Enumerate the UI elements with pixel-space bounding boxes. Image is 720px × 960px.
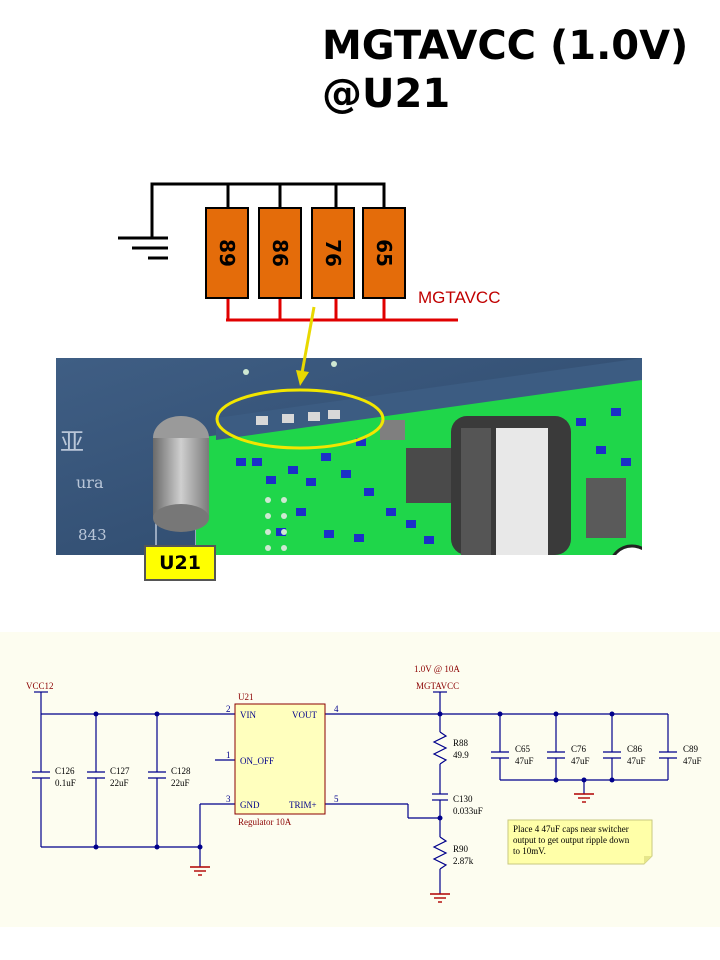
c128-value: 22uF <box>171 778 190 788</box>
note-line-2: output to get output ripple down <box>513 835 630 845</box>
pin-trim-num: 5 <box>334 794 339 804</box>
r90-value: 2.87k <box>453 856 474 866</box>
schematic-drawing: VCC12 1.0V @ 10A MGTAVCC U21 Regulator 1… <box>26 664 702 903</box>
capacitor-label-89: 89 <box>215 239 239 267</box>
c89-ref: C89 <box>683 744 699 754</box>
mgtavcc-rail <box>226 298 458 322</box>
pcb-photo: 亚 ura 843 <box>56 358 642 555</box>
c127-value: 22uF <box>110 778 129 788</box>
capacitor-bank-diagram: 89 86 76 65 <box>118 182 458 322</box>
ground-icon <box>118 236 168 260</box>
capacitor-86: 86 <box>258 207 302 299</box>
c65-value: 47uF <box>515 756 534 766</box>
ground-icon <box>190 793 594 903</box>
capacitor-label-86: 86 <box>268 239 292 267</box>
c126-value: 0.1uF <box>55 778 76 788</box>
silk-text-2: ura <box>76 473 104 492</box>
c126-ref: C126 <box>55 766 75 776</box>
ic-name: Regulator 10A <box>238 817 292 827</box>
r88-value: 49.9 <box>453 750 469 760</box>
design-note: Place 4 47uF caps near switcher output t… <box>507 819 653 865</box>
rail-label: MGTAVCC <box>418 288 501 307</box>
regulator-schematic: VCC12 1.0V @ 10A MGTAVCC U21 Regulator 1… <box>0 632 720 927</box>
pin-vin: VIN <box>240 710 256 720</box>
vcc12-label: VCC12 <box>26 681 54 691</box>
title-line-1: MGTAVCC (1.0V) <box>322 23 689 69</box>
pin-vout-num: 4 <box>334 704 339 714</box>
pin-onoff: ON_OFF <box>240 756 274 766</box>
capacitor-65: 65 <box>362 207 406 299</box>
pin-vin-num: 2 <box>226 704 231 714</box>
pin-trim: TRIM+ <box>289 800 317 810</box>
title-line-2: @U21 <box>322 71 451 117</box>
silk-text-1: 亚 <box>60 428 84 456</box>
ic-ref: U21 <box>238 692 254 702</box>
c130-ref: C130 <box>453 794 473 804</box>
c89-value: 47uF <box>683 756 702 766</box>
c65-ref: C65 <box>515 744 531 754</box>
rail-net-label: MGTAVCC <box>416 681 459 691</box>
c76-ref: C76 <box>571 744 587 754</box>
c86-ref: C86 <box>627 744 643 754</box>
note-line-3: to 10mV. <box>513 846 546 856</box>
c127-ref: C127 <box>110 766 130 776</box>
r90-ref: R90 <box>453 844 469 854</box>
pin-vout: VOUT <box>292 710 317 720</box>
c76-value: 47uF <box>571 756 590 766</box>
ground-bus <box>150 182 386 238</box>
silk-text-3: 843 <box>78 526 107 544</box>
pin-gnd-num: 3 <box>226 794 231 804</box>
pin-gnd: GND <box>240 800 260 810</box>
pin-onoff-num: 1 <box>226 750 231 760</box>
page-title: MGTAVCC (1.0V) @U21 <box>322 22 688 118</box>
capacitor-label-65: 65 <box>372 239 396 267</box>
highlight-ellipse <box>215 388 385 450</box>
capacitor-89: 89 <box>205 207 249 299</box>
regulator-ic <box>234 703 326 815</box>
u21-badge: U21 <box>144 545 216 581</box>
capacitor-label-76: 76 <box>321 239 345 267</box>
c130-value: 0.033uF <box>453 806 483 816</box>
rail-voltage-label: 1.0V @ 10A <box>414 664 460 674</box>
note-line-1: Place 4 47uF caps near switcher <box>513 824 629 834</box>
c86-value: 47uF <box>627 756 646 766</box>
r88-ref: R88 <box>453 738 469 748</box>
c128-ref: C128 <box>171 766 191 776</box>
capacitor-76: 76 <box>311 207 355 299</box>
